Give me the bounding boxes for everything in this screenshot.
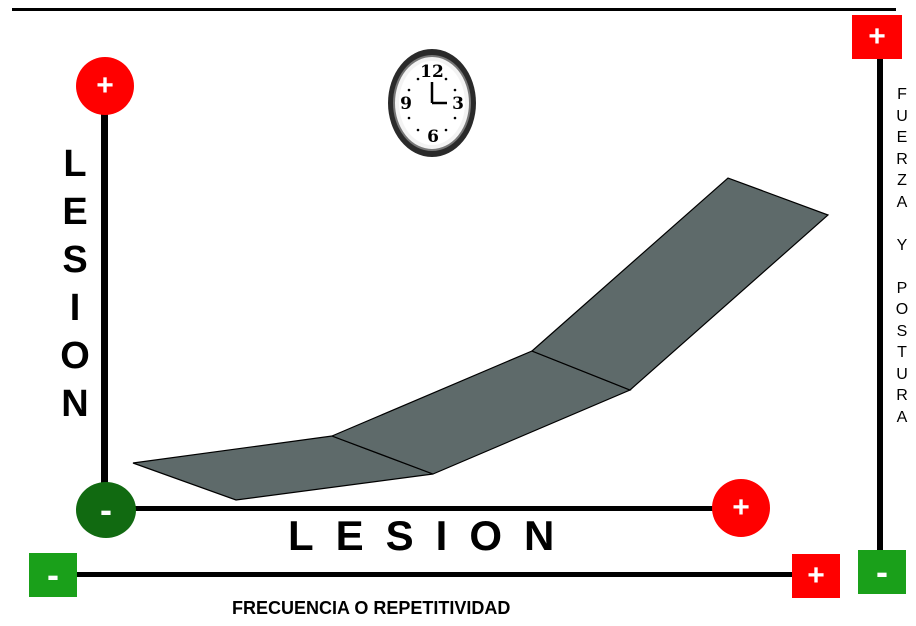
right-axis-minus-marker: - — [858, 550, 906, 594]
right-axis-letter: Z — [897, 172, 907, 189]
origin-minus-marker: - — [76, 482, 136, 538]
right-axis-letter: P — [896, 279, 908, 297]
surface-segment-high — [530, 177, 830, 391]
clock-numeral-6: 6 — [427, 127, 439, 147]
right-axis-letter: T — [897, 344, 907, 361]
right-axis-letter: U — [896, 365, 908, 383]
left-axis-label: L E S I O N — [52, 140, 98, 428]
right-axis-label: F U E R Z A Y P O S T U R A — [893, 84, 911, 428]
bottom-axis-label: FRECUENCIA O REPETITIVIDAD — [232, 598, 511, 618]
right-axis-letter: R — [896, 150, 908, 168]
right-axis-letter: U — [896, 107, 908, 125]
right-axis-line — [877, 58, 883, 578]
left-axis-line — [101, 95, 108, 515]
clock-numeral-12: 12 — [420, 62, 444, 82]
right-axis-letter: A — [896, 408, 908, 426]
left-axis-letter: N — [61, 383, 89, 425]
top-divider — [12, 8, 896, 11]
left-axis-letter: L — [63, 143, 87, 185]
right-axis-letter: A — [896, 193, 908, 211]
right-axis-letter: E — [896, 129, 908, 146]
bottom-axis-line — [72, 572, 794, 577]
horizontal-axis-line — [108, 506, 720, 511]
right-axis-letter: O — [895, 301, 909, 318]
left-axis-letter: O — [60, 335, 90, 377]
right-axis-letter: F — [897, 86, 907, 103]
bottom-axis-plus-marker: + — [792, 554, 840, 598]
right-axis-letter: Y — [896, 236, 908, 254]
clock-numeral-9: 9 — [400, 94, 412, 114]
left-axis-letter: S — [62, 239, 88, 281]
horizontal-axis-plus-marker: + — [712, 479, 770, 537]
wall-clock-icon: 12 3 6 9 — [388, 49, 476, 157]
left-axis-plus-marker: + — [76, 57, 134, 115]
right-axis-plus-marker: + — [852, 15, 902, 59]
left-axis-letter: I — [69, 287, 81, 329]
right-axis-letter: S — [896, 322, 908, 340]
horizontal-axis-label: LESION — [288, 512, 577, 559]
bottom-axis-minus-marker: - — [29, 553, 77, 597]
left-axis-letter: E — [62, 191, 88, 233]
clock-numeral-3: 3 — [452, 94, 464, 114]
right-axis-letter: R — [896, 387, 908, 404]
